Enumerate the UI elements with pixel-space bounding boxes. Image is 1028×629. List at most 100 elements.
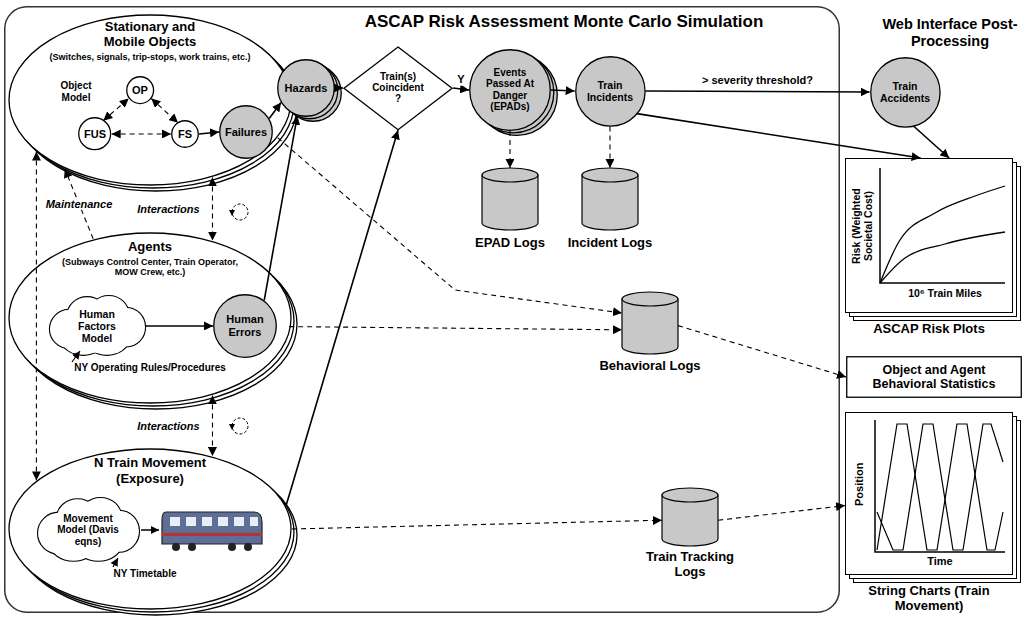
text-slot: ASCAP Risk Assessment Monte Carlo Simula… (304, 12, 824, 32)
flow-arrow (913, 126, 949, 158)
train-ellipse: N Train Movement(Exposure)Movement Model… (8, 448, 292, 610)
text-slot: Failures (219, 105, 273, 159)
shape-part (662, 495, 718, 546)
chart-axis (880, 168, 1005, 283)
shape-part (9, 15, 291, 185)
box-label: Object and Agent Behavioral Statistics (864, 363, 1004, 392)
text-slot: N Train Movement (68, 456, 232, 471)
event-circle: Hazards (277, 59, 335, 117)
train-window (170, 517, 180, 526)
text-slot: Interactions (135, 203, 201, 216)
risk-plot: Risk (Weighted Societal Cost)10⁶ Train M… (845, 158, 1013, 343)
statistics-box: Object and Agent Behavioral Statistics (846, 356, 1022, 398)
model-label: Movement Model (Davis eqns) (48, 513, 128, 548)
group-heading: Stationary and Mobile Objects (88, 20, 212, 50)
string-chart: PositionTimeString Charts (Train Movemen… (845, 412, 1013, 620)
text-slot: NY Timetable (100, 568, 190, 580)
text-slot: String Charts (Train Movement) (845, 584, 1013, 614)
shape-part (214, 295, 277, 358)
text-slot: (Switches, signals, trip-stops, work tra… (24, 52, 276, 62)
shape-part (662, 488, 718, 502)
text-slot: Human Errors (213, 294, 277, 358)
model-cloud: Human Factors Model (48, 296, 146, 356)
train-wheel (244, 543, 252, 551)
self-interaction-loop (229, 418, 248, 434)
text-slot: Agents (88, 240, 212, 255)
shape-part (278, 60, 335, 117)
text-slot: Time (875, 555, 1005, 568)
state-circle: FS (171, 120, 199, 148)
text-slot: 10⁶ Train Miles (880, 287, 1010, 299)
train-body (162, 512, 262, 544)
event-circle: Failures (219, 105, 273, 159)
text-slot: Incident Logs (560, 236, 660, 251)
connector-label: Interactions (135, 419, 201, 432)
plot-text: String Charts (Train Movement) (845, 584, 1013, 614)
log-cylinder: EPAD Logs (462, 168, 558, 256)
dashed-connector (289, 327, 622, 330)
flow-arrow (645, 91, 869, 92)
text-slot: Movement Model (Davis eqns) (36, 498, 140, 562)
text-slot: Behavioral Logs (595, 359, 705, 374)
state-circle: FUS (78, 117, 111, 150)
connector-label: Interactions (135, 203, 201, 216)
train-string (877, 424, 1003, 550)
flow-arrow (286, 130, 398, 504)
shape-part (482, 175, 538, 230)
text-slot: Y (455, 73, 466, 86)
dashed-connector (292, 520, 662, 529)
shape-part (344, 47, 452, 130)
text-slot: EPAD Logs (462, 236, 558, 251)
agents-ellipse: Agents (Subways Control Center, Train Ope… (8, 232, 292, 404)
dashed-connector (36, 152, 37, 481)
train-window (202, 517, 212, 526)
text-slot: (Subways Control Center, Train Operator,… (55, 257, 245, 278)
simulation-frame-outline (4, 6, 840, 613)
shape-part (127, 77, 154, 104)
text-slot: Position (820, 464, 900, 504)
flow-arrow (453, 88, 469, 90)
train-window (218, 517, 228, 526)
flow-arrow (146, 325, 213, 327)
train-stripe (162, 533, 262, 536)
dashed-connector (509, 131, 510, 168)
shape-part (220, 106, 273, 159)
loop-head (229, 210, 235, 216)
event-label: Train Incidents (581, 79, 639, 103)
decision-label: Train(s) Coincident ? (370, 71, 426, 104)
shape-part (482, 168, 538, 182)
flow-arrow (637, 114, 921, 158)
self-interaction-loop (229, 204, 248, 220)
model-label: Human Factors Model (62, 308, 132, 344)
event-label: Hazards (285, 82, 328, 95)
shape-part (870, 57, 939, 126)
connector-label: Y (455, 73, 466, 86)
train-wheel (172, 543, 180, 551)
event-label: Train Accidents (876, 80, 934, 104)
text-slot: Human Factors Model (48, 296, 146, 356)
shape-part (9, 449, 291, 609)
text-slot: Hazards (277, 59, 335, 117)
text-slot: Interactions (135, 419, 201, 432)
decision-diamond: Train(s) Coincident ? (343, 46, 453, 131)
objects-ellipse: Stationary and Mobile Objects (Switches, … (8, 14, 292, 186)
input-note: NY Timetable (100, 568, 190, 580)
dashed-connector (718, 506, 845, 521)
simulation-frame: ASCAP Risk Assessment Monte Carlo Simula… (4, 6, 840, 613)
group-heading: (Switches, signals, trip-stops, work tra… (24, 52, 276, 62)
frame-title: ASCAP Risk Assessment Monte Carlo Simula… (304, 12, 824, 32)
model-cloud: Movement Model (Davis eqns) (36, 498, 140, 562)
log-label: Behavioral Logs (595, 359, 705, 374)
state-circle: OP (126, 76, 154, 104)
text-slot: Train Incidents (575, 56, 646, 127)
event-label: Failures (225, 126, 267, 139)
risk-curve (880, 186, 1005, 283)
event-label: Human Errors (220, 313, 270, 338)
chart-page (846, 413, 1013, 575)
shape-part (847, 357, 1022, 398)
model-caption: Object Model (46, 80, 106, 103)
log-label: Train Tracking Logs (635, 550, 745, 580)
log-cylinder: Incident Logs (560, 168, 660, 256)
log-label: EPAD Logs (462, 236, 558, 251)
text-slot: Object and Agent Behavioral Statistics (846, 356, 1022, 398)
